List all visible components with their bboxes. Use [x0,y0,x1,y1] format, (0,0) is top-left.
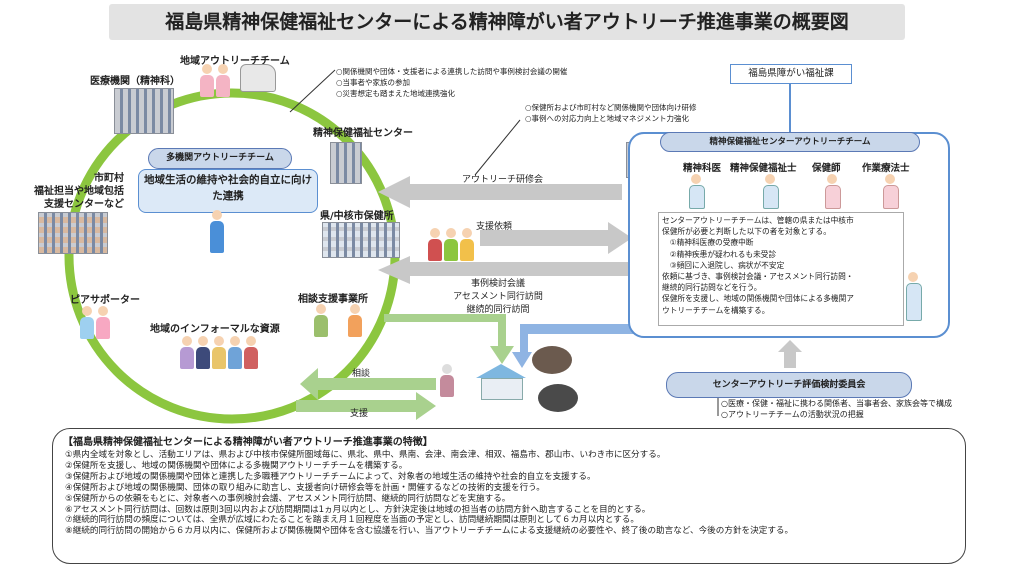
notes-top: ○関係機関や団体・支援者による連携した訪問や事例検討会議の開催 ○当事者や家族の… [336,67,568,98]
feature-item: ⑦継続的同行訪問の頻度については、全県が広域にわたることを踏まえ月１回程度を当面… [65,515,639,526]
informal-resources-people-icon [180,336,258,370]
municipality-label: 市町村 福祉担当や地域包括 支援センターなど [34,173,124,210]
eval-arrow [778,340,802,368]
health-office-label: 県/中核市保健所 [320,211,394,222]
informal-label: 地域のインフォーマルな資源 [150,324,280,335]
request-label: 支援依頼 [476,222,513,232]
center-team-desc-box: センターアウトリーチチームは、管轄の県または中核市 保健所が必要と判断した以下の… [658,212,904,326]
callout-line-mid [474,119,521,176]
feature-item: ④保健所および地域の関係機関、団体の取り組みに助言し、支援者向け研修会等を計画・… [65,482,545,493]
staff-psychiatrist: 精神科医 [683,163,722,174]
center-team-title: 精神保健福祉センターアウトリーチチーム [660,132,920,152]
center-visit-arrow [512,324,636,368]
training-label: アウトリーチ研修会 [462,175,544,185]
consult-staff-icon [314,304,362,338]
health-office-building-icon [322,222,400,258]
eval-notes: ○医療・保健・福祉に携わる関係者、当事者会、家族会等で構成 ○アウトリーチチーム… [721,399,952,419]
feature-item: ⑧継続的同行訪問の開始から６カ月以内に、保健所および関係機関や団体を含む協議を行… [65,526,794,537]
center-staff-icons [689,174,899,209]
community-team-people-icon [200,64,230,98]
feature-item: ②保健所を支援し、地域の関係機関や団体による多機関アウトリーチチームを構築する。 [65,460,408,471]
eval-committee-title: センターアウトリーチ評価検討委員会 [666,372,912,398]
staff-person-icon [210,210,224,256]
center-staff-standing-icon [906,272,922,322]
consult-arrow-label: 相談 [352,369,371,379]
request-arrow [480,222,632,254]
family-icon [440,364,454,398]
multi-team-pill: 多機関アウトリーチチーム [148,148,292,169]
peer-label: ピアサポーター [70,295,140,306]
meeting-arrow [378,256,632,284]
features-title: 【福島県精神保健福祉センターによる精神障がい者アウトリーチ推進事業の特徴】 [63,437,433,448]
meeting-labels: 事例検討会議 アセスメント同行訪問 継続的同行訪問 [453,279,543,315]
peer-supporters-icon [80,306,110,340]
person-sad-icon [532,346,572,374]
staff-psw: 精神保健福祉士 [730,163,797,174]
community-visit-arrow [384,314,514,364]
multi-team-desc: 地域生活の維持や社会的自立に向けた連携 [138,169,318,213]
center-building-icon [330,142,362,184]
support-arrow-label: 支援 [350,409,369,419]
home-icon [476,364,526,400]
pref-division-box: 福島県障がい福祉課 [730,64,852,84]
support-arrow [296,392,436,420]
community-team-label: 地域アウトリーチチーム [180,56,290,67]
person-worried-icon [538,384,578,412]
hospital-icon [114,88,174,134]
municipality-building-icon [38,212,108,254]
van-icon [240,64,276,92]
feature-item: ①県内全域を対象とし、活動エリアは、県および中核市保健所圏域毎に、県北、県中、県… [65,450,666,460]
consult-arrow [300,368,436,400]
training-arrow [378,176,622,208]
consult-label: 相談支援事業所 [298,294,368,305]
features-box: 【福島県精神保健福祉センターによる精神障がい者アウトリーチ推進事業の特徴】 ①県… [52,428,966,564]
callout-line-top [289,69,336,113]
feature-item: ⑤保健所からの依頼をもとに、対象者への事例検討会議、アセスメント同行訪問、継続的… [65,493,511,504]
staff-nurse: 保健師 [812,163,841,174]
feature-item: ③保健所および地域の関係機関や団体と連携した多職種アウトリーチチームによって、対… [65,471,596,482]
center-label: 精神保健福祉センター [313,128,413,139]
feature-item: ⑥アセスメント同行訪問は、回数は原則3回以内および訪問期間は1ヵ月以内とし、方針… [65,504,651,515]
staff-ot: 作業療法士 [862,163,910,174]
medical-label: 医療機関（精神科） [90,76,180,87]
page-title: 福島県精神保健福祉センターによる精神障がい者アウトリーチ推進事業の概要図 [109,4,905,40]
notes-mid: ○保健所および市町村など関係機関や団体向け研修 ○事例への対応力向上と地域マネジ… [525,103,697,123]
meeting-people-icon [428,228,474,262]
